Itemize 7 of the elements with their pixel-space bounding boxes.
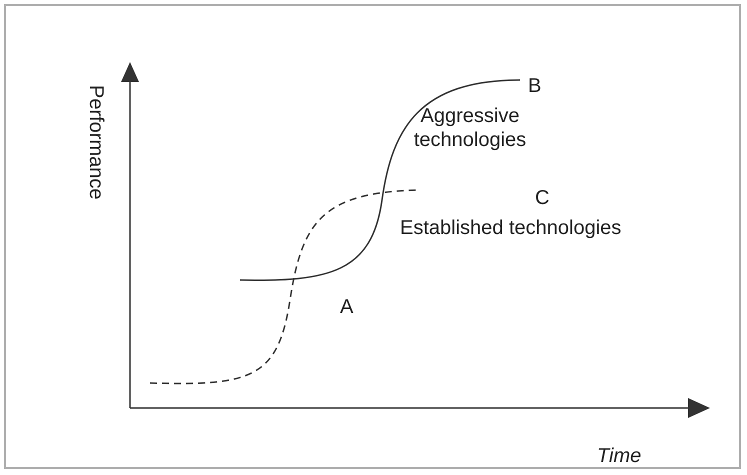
curve-label: Aggressive technologies [412,104,528,152]
curve-label: Established technologies [400,216,622,240]
point-label: C [535,186,550,210]
point-label: A [340,295,354,319]
axis-title: Performance [84,85,108,200]
axis-title: Time [597,444,642,468]
point-label: B [528,74,542,98]
